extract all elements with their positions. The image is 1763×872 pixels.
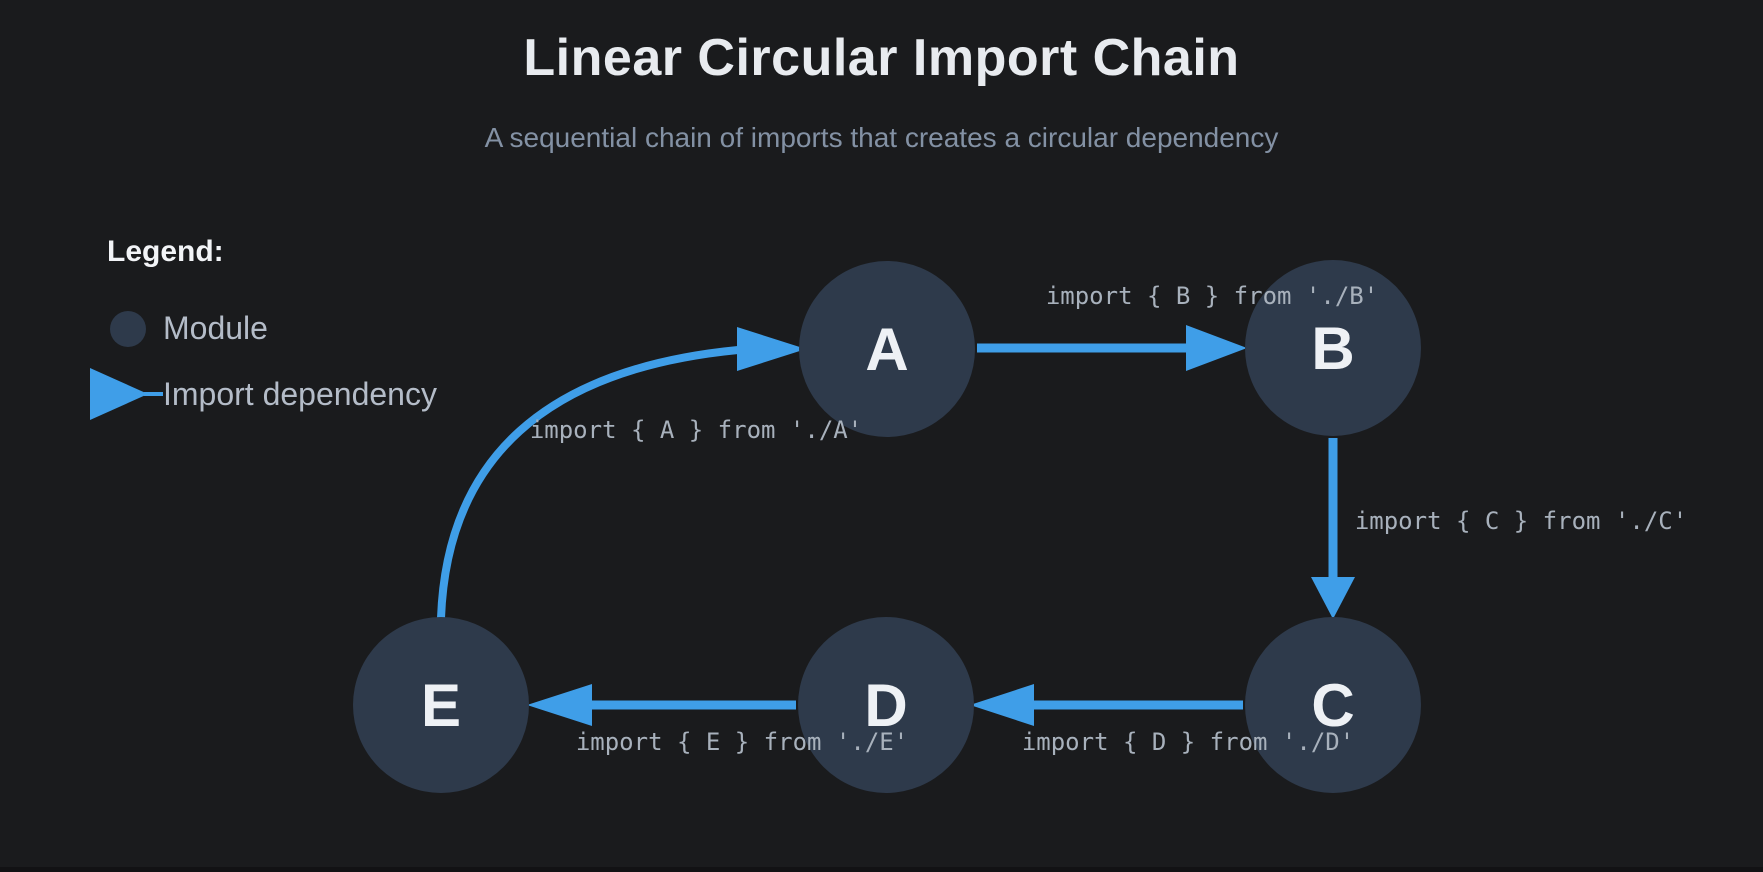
node-e: E [353, 617, 529, 793]
node-d: D [798, 617, 974, 793]
bottom-window-edge [0, 867, 1763, 872]
edge-label-b-c: import { C } from './C' [1354, 507, 1688, 535]
module-circle-icon [110, 310, 146, 347]
edge-e-a-arrowhead-icon [737, 327, 806, 371]
node-b-label: B [1311, 314, 1355, 382]
edge-label-a-b: import { B } from './B' [1045, 282, 1379, 310]
edge-c-d-arrowhead-icon [970, 684, 1034, 726]
node-b: B [1245, 260, 1421, 436]
edge-a-b-arrowhead-icon [1186, 325, 1247, 371]
node-c: C [1245, 617, 1421, 793]
edge-label-d-e: import { E } from './E' [575, 728, 909, 756]
edge-label-c-d: import { D } from './D' [1021, 728, 1355, 756]
node-a-label: A [865, 315, 909, 383]
edge-label-e-a: import { A } from './A' [529, 416, 863, 444]
import-arrow-icon [90, 368, 163, 420]
edge-d-e-arrowhead-icon [527, 684, 592, 726]
legend: Legend: Module Import dependency [90, 232, 510, 432]
node-a: A [799, 261, 975, 437]
legend-item-label: Module [163, 310, 268, 346]
edge-b-c-arrowhead-icon [1311, 577, 1355, 619]
page-subtitle: A sequential chain of imports that creat… [484, 122, 1279, 153]
legend-item-label: Import dependency [163, 375, 437, 412]
legend-item-import-dependency: Import dependency [90, 367, 437, 421]
node-d-label: D [864, 671, 908, 739]
legend-item-module: Module [110, 310, 268, 347]
page-title: Linear Circular Import Chain [523, 29, 1240, 87]
edge-e-a-curve [437, 346, 739, 619]
node-c-label: C [1311, 671, 1355, 739]
node-e-label: E [420, 671, 462, 739]
legend-heading: Legend: [107, 235, 224, 268]
